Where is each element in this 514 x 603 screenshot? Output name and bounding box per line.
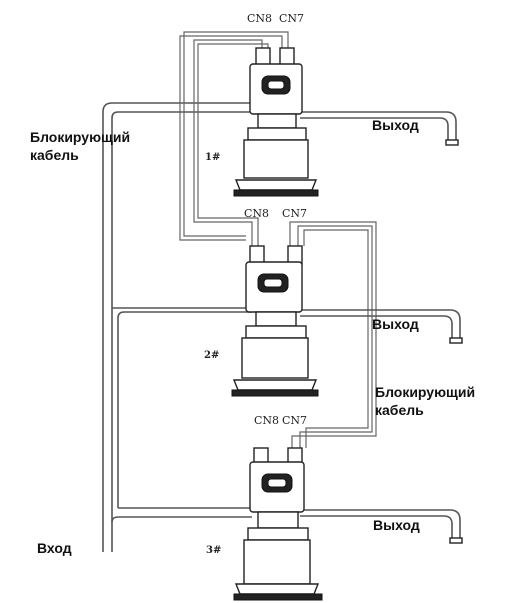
device-3 xyxy=(233,447,323,601)
interlock-cable-mid-label-line2: кабель xyxy=(375,402,424,418)
unit-3-number: 3# xyxy=(206,545,221,556)
interlock-cable-top-label-line2: кабель xyxy=(30,147,79,163)
bus-branch-2b xyxy=(117,311,252,319)
input-cable xyxy=(102,102,252,545)
interlock-cable-top-label-line1: Блокирующий xyxy=(30,129,130,145)
unit-3-cn8-label: CN8 xyxy=(254,414,279,427)
wiring xyxy=(102,31,463,552)
unit-2-cn8-label: CN8 xyxy=(244,207,269,220)
output-cable-2 xyxy=(300,309,461,338)
unit-1-number: 1# xyxy=(205,152,220,163)
unit-2-number: 2# xyxy=(204,350,219,361)
interlock-cable-mid xyxy=(297,225,373,448)
unit-3-cn7-label: CN7 xyxy=(282,414,307,427)
device-1 xyxy=(233,47,319,197)
output-3-label: Выход xyxy=(373,517,420,533)
output-1-label: Выход xyxy=(372,117,419,133)
interlock-cable-top xyxy=(193,39,263,246)
unit-1-cn8-label: CN8 xyxy=(247,12,272,25)
input-cable-inner xyxy=(111,111,252,545)
device-2 xyxy=(231,245,319,397)
unit-1-cn7-label: CN7 xyxy=(279,12,304,25)
output-cable-3 xyxy=(300,509,461,538)
unit-2-cn7-label: CN7 xyxy=(282,207,307,220)
output-cable-1 xyxy=(300,111,457,140)
interlock-cable-mid-label-line1: Блокирующий xyxy=(375,384,475,400)
input-label: Вход xyxy=(37,540,72,556)
output-2-label: Выход xyxy=(372,316,419,332)
